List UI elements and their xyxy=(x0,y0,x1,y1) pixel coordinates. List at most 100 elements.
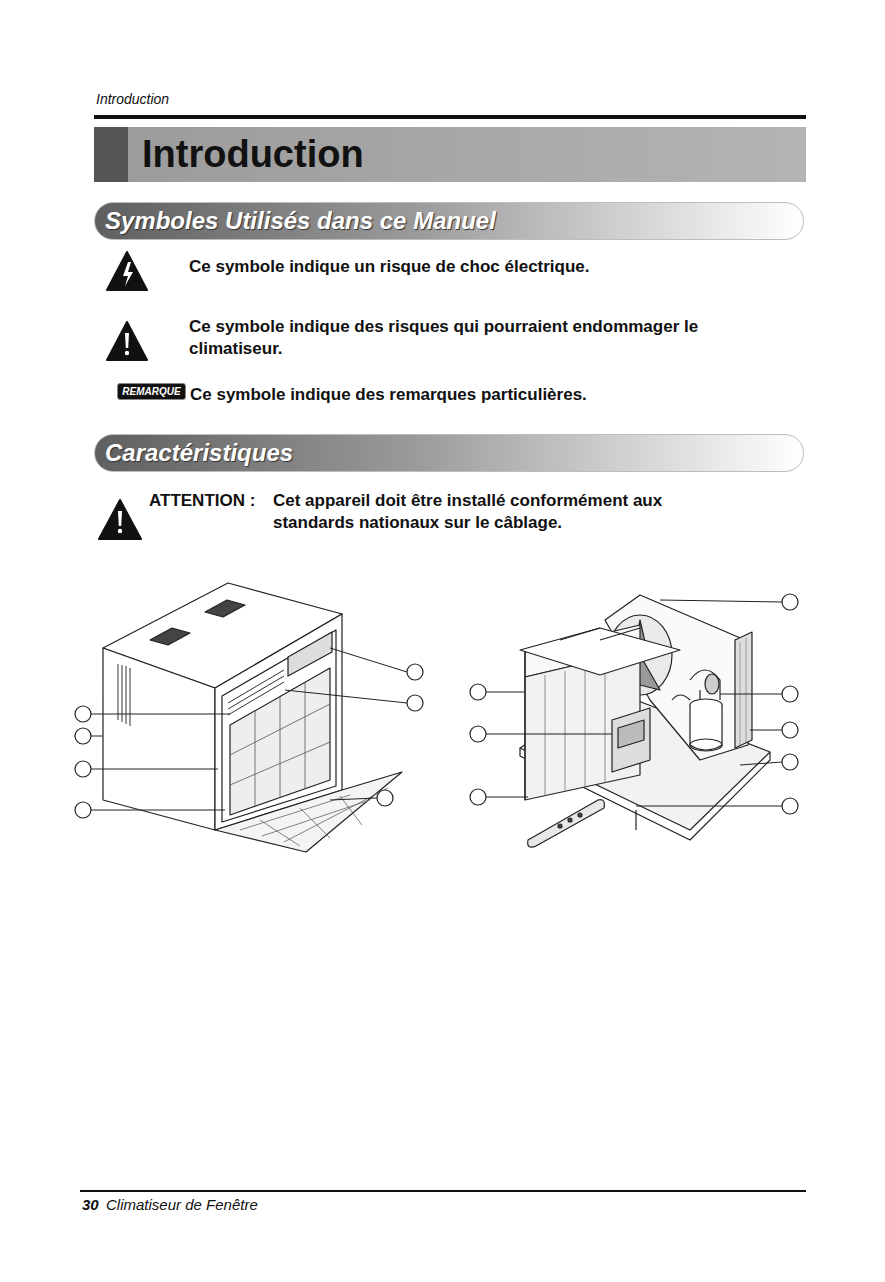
warning-icon xyxy=(118,511,122,526)
callout-circle xyxy=(782,594,798,610)
callout-circle xyxy=(782,798,798,814)
air-conditioner-chassis xyxy=(565,671,566,792)
shock-icon xyxy=(123,262,133,286)
air-conditioner-front xyxy=(103,648,215,830)
air-conditioner-front xyxy=(305,683,306,789)
callout-leaders xyxy=(330,798,377,800)
air-conditioner-chassis xyxy=(740,638,746,745)
page-title: Introduction xyxy=(142,131,364,177)
title-band xyxy=(94,127,128,182)
title-band xyxy=(94,127,806,182)
air-conditioner-front xyxy=(284,788,388,842)
callout-circle xyxy=(470,789,486,805)
callout-leaders xyxy=(91,769,218,770)
air-conditioner-chassis xyxy=(690,739,722,751)
caution-text: Cet appareil doit être installé conformé… xyxy=(273,490,743,534)
air-conditioner-chassis xyxy=(524,652,525,800)
warning-icon xyxy=(99,500,141,539)
warning-icon xyxy=(125,351,129,355)
section-heading: Symboles Utilisés dans ce Manuel xyxy=(105,206,496,236)
callout-circle xyxy=(407,664,423,680)
air-conditioner-chassis xyxy=(612,708,650,772)
callout-leaders xyxy=(750,730,782,731)
air-conditioner-front xyxy=(126,666,127,724)
callout-circle xyxy=(782,754,798,770)
air-conditioner-chassis xyxy=(690,705,722,750)
warning-icon xyxy=(99,500,141,539)
callout-leaders xyxy=(91,810,225,811)
callout-circle xyxy=(470,684,486,700)
warning-icon xyxy=(107,322,147,360)
air-conditioner-front xyxy=(240,788,388,846)
callout-leaders xyxy=(486,797,528,798)
running-header: Introduction xyxy=(96,90,169,108)
air-conditioner-front xyxy=(122,665,123,722)
caution-label: ATTENTION : xyxy=(149,490,255,512)
air-conditioner-chassis xyxy=(545,675,546,796)
callout-circle xyxy=(782,722,798,738)
callout-circle xyxy=(75,706,91,722)
air-conditioner-chassis xyxy=(560,628,640,640)
footer-rule xyxy=(80,1190,806,1192)
air-conditioner-chassis xyxy=(605,662,606,783)
air-conditioner-front xyxy=(230,683,330,806)
symbol-note: Ce symbole indique un risque de choc éle… xyxy=(189,256,590,278)
note-badge: REMARQUE xyxy=(117,383,186,400)
air-conditioner-front xyxy=(230,742,330,785)
air-conditioner-chassis xyxy=(705,674,719,694)
air-conditioner-chassis xyxy=(578,813,582,817)
symbol-note: Ce symbole indique des remarques particu… xyxy=(190,384,587,406)
air-conditioner-front xyxy=(118,664,130,726)
air-conditioner-chassis xyxy=(585,666,586,787)
air-conditioner-chassis xyxy=(520,595,770,847)
air-conditioner-chassis xyxy=(618,720,644,748)
section-heading: Caractéristiques xyxy=(105,438,293,468)
air-conditioner-chassis xyxy=(568,818,572,822)
air-conditioner-front xyxy=(215,772,402,852)
air-conditioner-front xyxy=(222,630,336,822)
air-conditioner-front xyxy=(118,664,119,720)
callout-circle xyxy=(470,726,486,742)
warning-icon xyxy=(125,333,129,348)
air-conditioner-front xyxy=(230,704,330,755)
air-conditioner-front xyxy=(340,796,362,825)
shock-icon xyxy=(107,252,147,290)
callout-leaders xyxy=(91,714,230,715)
air-conditioner-front xyxy=(255,711,256,806)
note-label: REMARQUE xyxy=(122,385,180,398)
callout-leaders xyxy=(330,648,407,672)
air-conditioner-chassis xyxy=(635,810,636,830)
air-conditioner-chassis xyxy=(735,632,752,748)
air-conditioner-chassis xyxy=(746,638,747,742)
callout-leaders xyxy=(91,600,782,810)
callout-circle xyxy=(407,695,423,711)
header-rule xyxy=(94,115,806,119)
air-conditioner-front xyxy=(230,668,330,815)
air-conditioner-chassis xyxy=(672,670,720,700)
footer-rule xyxy=(80,1190,806,1192)
air-conditioner-front xyxy=(280,697,281,798)
air-conditioner-front xyxy=(150,628,190,645)
footer-title: Climatiseur de Fenêtre xyxy=(106,1195,258,1215)
air-conditioner-front xyxy=(130,668,131,726)
callout-leaders xyxy=(636,806,782,807)
section-bar: Caractéristiques xyxy=(94,434,804,472)
callout-leaders xyxy=(740,762,782,765)
air-conditioner-chassis xyxy=(545,662,605,796)
callout-circle xyxy=(75,761,91,777)
callout-leaders xyxy=(285,690,407,703)
section-bar: Symboles Utilisés dans ce Manuel xyxy=(94,202,804,240)
title-band xyxy=(94,127,806,182)
header-rule xyxy=(94,115,806,119)
symbol-note: Ce symbole indique des risques qui pourr… xyxy=(189,316,779,360)
callout-circle xyxy=(377,790,393,806)
callout-leaders xyxy=(91,736,103,737)
callout-leaders xyxy=(660,600,782,602)
shock-icon xyxy=(107,252,147,290)
callout-circle xyxy=(75,728,91,744)
air-conditioner-chassis xyxy=(520,628,680,675)
callout-leaders xyxy=(720,694,782,695)
air-conditioner-front xyxy=(260,820,300,846)
callout-leaders xyxy=(486,692,525,693)
